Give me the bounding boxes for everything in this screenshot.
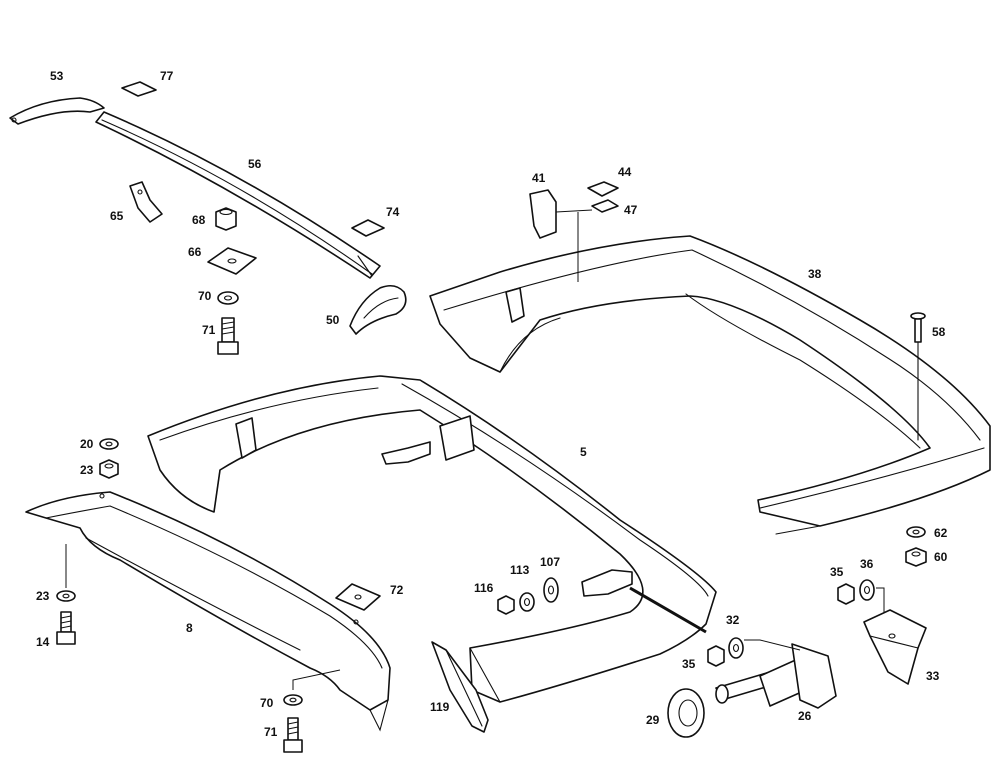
- callout-labels: 53 77 56 65 68 74 66 70 71 50 41 44 47 3…: [36, 69, 948, 739]
- callout-33: 33: [926, 669, 940, 683]
- screw-58: [910, 312, 926, 441]
- callout-35-upper: 35: [830, 565, 844, 579]
- bracket-41: [529, 189, 557, 239]
- callout-77: 77: [160, 69, 174, 83]
- callout-56: 56: [248, 157, 262, 171]
- washer-20: [99, 438, 119, 450]
- clip-74: [351, 219, 385, 237]
- nut-35-lower: [707, 645, 725, 667]
- callout-116: 116: [474, 581, 494, 595]
- clip-77: [121, 81, 157, 97]
- callout-23-upper: 23: [80, 463, 94, 477]
- washer-70-lower: [283, 694, 303, 706]
- callout-29: 29: [646, 713, 660, 727]
- callout-38: 38: [808, 267, 822, 281]
- callout-119: 119: [430, 700, 450, 714]
- nut-35-upper: [837, 583, 855, 605]
- callout-68: 68: [192, 213, 206, 227]
- callout-58: 58: [932, 325, 946, 339]
- callout-32: 32: [726, 613, 740, 627]
- washer-113: [519, 592, 535, 612]
- trim-strip-56: [95, 111, 381, 279]
- washer-36: [859, 579, 875, 601]
- callout-72: 72: [390, 583, 404, 597]
- washer-32: [728, 637, 744, 659]
- callout-74: 74: [386, 205, 400, 219]
- callout-5: 5: [580, 445, 587, 459]
- callout-70-lower: 70: [260, 696, 274, 710]
- nut-60: [905, 547, 927, 567]
- nut-62: [906, 526, 926, 538]
- callout-26: 26: [798, 709, 812, 723]
- callout-70-upper: 70: [198, 289, 212, 303]
- nut-23-upper: [99, 459, 119, 479]
- callout-50: 50: [326, 313, 340, 327]
- callout-113: 113: [510, 563, 530, 577]
- bumper-mount-26: [715, 639, 837, 709]
- nut-116: [497, 595, 515, 615]
- callout-20: 20: [80, 437, 94, 451]
- clip-44: [587, 181, 619, 197]
- trim-end-cap-53: [9, 97, 105, 125]
- bolt-71-lower: [283, 717, 303, 753]
- callout-35-lower: 35: [682, 657, 696, 671]
- callout-71-upper: 71: [202, 323, 216, 337]
- washer-23-lower: [56, 590, 76, 602]
- callout-23-lower: 23: [36, 589, 50, 603]
- washer-107: [543, 577, 559, 603]
- plate-nut-66: [207, 247, 257, 275]
- callout-62: 62: [934, 526, 948, 540]
- front-bumper-5: [147, 375, 717, 703]
- callout-65: 65: [110, 209, 124, 223]
- nut-68: [215, 207, 237, 231]
- callout-107: 107: [540, 555, 560, 569]
- callout-8: 8: [186, 621, 193, 635]
- clip-47: [591, 199, 619, 213]
- rubber-ring-29: [667, 688, 705, 738]
- callout-41: 41: [532, 171, 546, 185]
- bolt-71-upper: [217, 317, 239, 355]
- callout-71-lower: 71: [264, 725, 278, 739]
- callout-60: 60: [934, 550, 948, 564]
- bracket-72: [335, 583, 381, 611]
- bracket-33: [863, 609, 927, 685]
- callout-66: 66: [188, 245, 202, 259]
- callout-36: 36: [860, 557, 874, 571]
- callout-44: 44: [618, 165, 632, 179]
- bumper-side-8: [25, 491, 391, 732]
- callout-14: 14: [36, 635, 50, 649]
- washer-70-upper: [217, 291, 239, 305]
- callout-47: 47: [624, 203, 638, 217]
- side-piece-119: [431, 641, 489, 733]
- trim-end-cap-50: [349, 284, 407, 335]
- callout-53: 53: [50, 69, 64, 83]
- bracket-65: [129, 181, 163, 223]
- bolt-14: [56, 611, 76, 645]
- rear-bumper-38: [429, 235, 991, 535]
